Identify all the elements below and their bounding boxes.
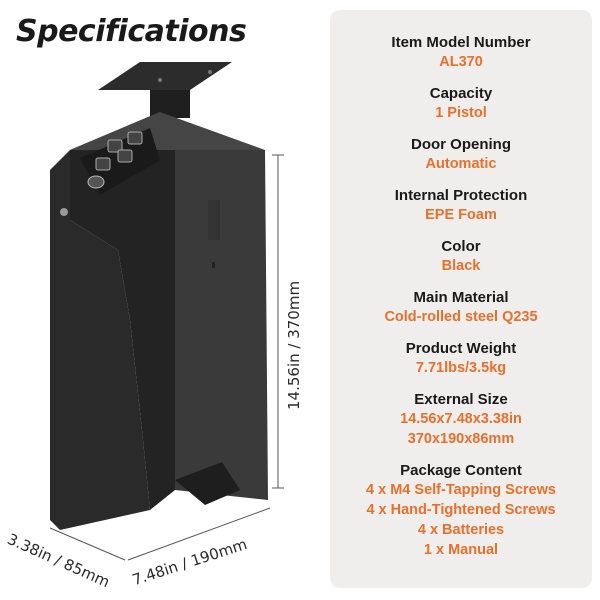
safe-right-side	[175, 150, 268, 500]
spec-value: 1 x Manual	[423, 542, 499, 558]
spec-value: 4 x Batteries	[417, 522, 505, 538]
spec-label: Item Model Number	[391, 34, 531, 51]
spec-color: Color Black	[330, 238, 592, 276]
spec-label: Product Weight	[405, 340, 517, 357]
spec-value: Cold-rolled steel Q235	[384, 309, 538, 325]
safe-top	[70, 112, 265, 150]
keypad-button	[107, 139, 123, 153]
spec-item-model: Item Model Number AL370	[330, 34, 592, 72]
spec-label: Door Opening	[411, 136, 511, 153]
spec-value: AL370	[439, 54, 483, 70]
spec-external-size: External Size 14.56x7.48x3.38in 370x190x…	[330, 391, 592, 449]
mounting-bracket	[98, 62, 232, 90]
spec-value: Black	[441, 258, 481, 274]
spec-package-content: Package Content 4 x M4 Self-Tapping Scre…	[330, 462, 592, 560]
spec-value: 4 x Hand-Tightened Screws	[366, 502, 556, 518]
spec-label: Package Content	[400, 462, 522, 479]
safe-front	[70, 112, 175, 510]
spec-value: 7.71lbs/3.5kg	[415, 360, 507, 376]
fingerprint-sensor	[87, 175, 105, 189]
spec-value: 14.56x7.48x3.38in	[400, 411, 522, 427]
height-dimension-label: 14.56in / 370mm	[285, 280, 303, 410]
mounting-bracket-front	[150, 90, 190, 118]
spec-value: 370x190x86mm	[407, 431, 515, 447]
spec-internal-protection: Internal Protection EPE Foam	[330, 187, 592, 225]
spec-label: Main Material	[413, 289, 509, 306]
keypad-button	[117, 149, 133, 163]
spec-product-weight: Product Weight 7.71lbs/3.5kg	[330, 340, 592, 378]
spec-label: External Size	[414, 391, 508, 408]
keypad-button	[127, 131, 143, 145]
safe-door-bottom	[175, 462, 240, 505]
gun-safe-image	[49, 62, 284, 561]
spec-label: Internal Protection	[394, 187, 528, 204]
spec-door-opening: Door Opening Automatic	[330, 136, 592, 174]
spec-label: Capacity	[429, 85, 493, 102]
keypad-button	[95, 157, 111, 171]
spec-capacity: Capacity 1 Pistol	[330, 85, 592, 123]
spec-main-material: Main Material Cold-rolled steel Q235	[330, 289, 592, 327]
spec-value: 4 x M4 Self-Tapping Screws	[366, 482, 556, 498]
page-title: Specifications	[16, 14, 247, 49]
spec-value: 1 Pistol	[435, 105, 487, 121]
spec-label: Color	[441, 238, 481, 255]
safe-left-side	[50, 150, 150, 530]
spec-value: Automatic	[425, 156, 497, 172]
spec-value: EPE Foam	[425, 207, 497, 223]
specifications-panel: Item Model Number AL370 Capacity 1 Pisto…	[330, 10, 592, 588]
key-lock	[60, 208, 68, 216]
